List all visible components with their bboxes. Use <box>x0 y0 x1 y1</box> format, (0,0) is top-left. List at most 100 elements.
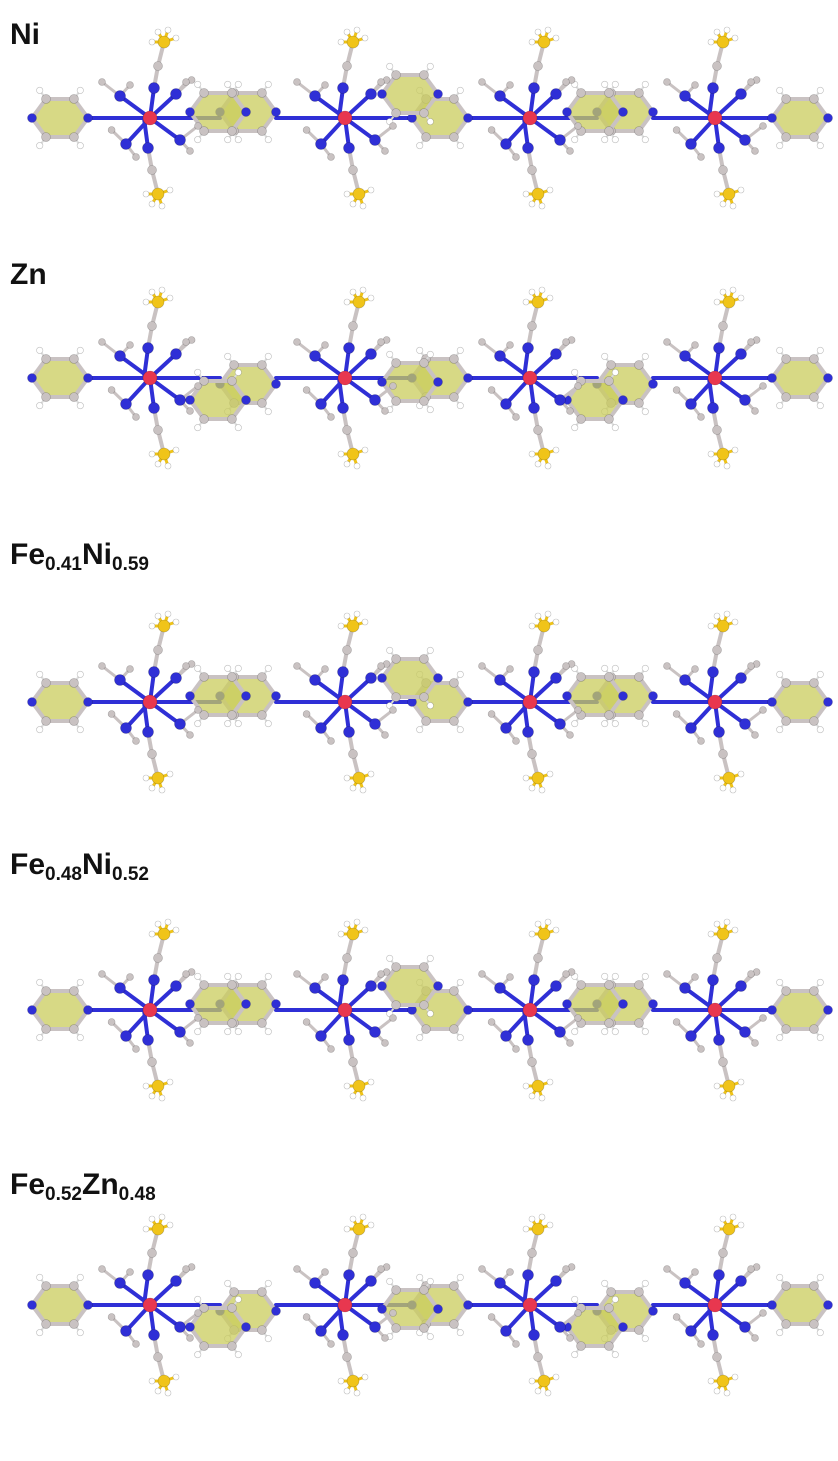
carbon-atom <box>98 970 106 978</box>
nitrogen-atom <box>241 691 251 701</box>
carbon-atom <box>194 706 202 714</box>
carbon-atom <box>302 710 311 718</box>
hydrogen-atom <box>713 190 721 198</box>
nitrogen-atom <box>735 980 747 992</box>
hydrogen-atom <box>456 1329 464 1337</box>
carbon-atom <box>69 986 79 996</box>
nitrogen-atom <box>377 89 387 99</box>
hydrogen-atom <box>538 286 546 294</box>
carbon-atom <box>182 338 190 346</box>
hydrogen-atom <box>361 34 369 42</box>
carbon-atom <box>377 662 385 670</box>
carbon-atom <box>98 662 106 670</box>
nitrogen-atom <box>735 1275 747 1287</box>
hydrogen-atom <box>611 664 619 672</box>
hydrogen-atom <box>713 28 721 36</box>
carbon-atom <box>348 1057 358 1067</box>
carbon-atom <box>381 147 389 155</box>
hydrogen-atom <box>776 1273 784 1281</box>
hydrogen-atom <box>546 186 554 194</box>
hydrogen-atom <box>641 1335 649 1343</box>
hydrogen-atom <box>172 34 180 42</box>
sulfur-atom <box>531 771 545 785</box>
nitrogen-atom <box>735 672 747 684</box>
nitrogen-atom <box>618 691 628 701</box>
nitrogen-atom <box>433 981 443 991</box>
nitrogen-atom <box>707 82 719 94</box>
nitrogen-atom <box>618 1322 628 1332</box>
carbon-atom <box>153 645 163 655</box>
carbon-atom <box>419 358 429 368</box>
hydrogen-atom <box>264 972 272 980</box>
hydrogen-atom <box>142 190 150 198</box>
hydrogen-atom <box>343 1387 351 1395</box>
hydrogen-atom <box>731 34 739 42</box>
pyridine-ring <box>379 656 441 700</box>
hydrogen-atom <box>731 1373 739 1381</box>
hydrogen-atom <box>158 1094 166 1102</box>
hydrogen-atom <box>142 774 150 782</box>
carbon-atom <box>132 413 140 421</box>
carbon-atom <box>634 88 644 98</box>
hydrogen-atom <box>731 926 739 934</box>
nitrogen-atom <box>343 142 355 154</box>
carbon-atom <box>574 382 582 390</box>
carbon-atom <box>634 1287 644 1297</box>
carbon-atom <box>718 321 728 331</box>
nitrogen-atom <box>739 134 751 146</box>
nitrogen-atom <box>685 398 697 410</box>
carbon-atom <box>199 1303 209 1313</box>
nitrogen-atom <box>528 402 540 414</box>
hydrogen-atom <box>224 136 232 144</box>
carbon-atom <box>533 1352 543 1362</box>
nitrogen-atom <box>522 726 534 738</box>
hydrogen-atom <box>194 1295 202 1303</box>
carbon-atom <box>712 425 722 435</box>
carbon-atom <box>449 986 459 996</box>
hydrogen-atom <box>76 670 84 678</box>
carbon-atom <box>257 1287 267 1297</box>
nitrogen-atom <box>463 697 473 707</box>
hydrogen-atom <box>367 1078 375 1086</box>
hydrogen-atom <box>264 664 272 672</box>
hydrogen-atom <box>337 1377 345 1385</box>
carbon-atom <box>126 973 134 981</box>
hydrogen-atom <box>76 978 84 986</box>
nitrogen-atom <box>83 113 93 123</box>
hydrogen-atom <box>426 406 434 414</box>
nitrogen-atom <box>174 394 186 406</box>
carbon-atom <box>199 1341 209 1351</box>
carbon-atom <box>718 749 728 759</box>
nitrogen-atom <box>114 674 126 686</box>
panel-fe-zn: Fe0.52Zn0.48 <box>0 1150 838 1461</box>
hydrogen-atom <box>158 286 166 294</box>
hydrogen-atom <box>36 346 44 354</box>
nitrogen-atom <box>554 394 566 406</box>
carbon-atom <box>672 386 681 394</box>
nitrogen-atom <box>120 722 132 734</box>
molecular-chain-structure <box>27 286 833 470</box>
carbon-atom <box>107 386 116 394</box>
carbon-atom <box>478 970 486 978</box>
nitrogen-atom <box>27 373 37 383</box>
carbon-atom <box>41 716 51 726</box>
carbon-atom <box>781 1319 791 1329</box>
hydrogen-atom <box>456 978 464 986</box>
sulfur-atom <box>151 187 165 201</box>
hydrogen-atom <box>264 1028 272 1036</box>
sulfur-atom <box>151 1222 165 1236</box>
carbon-atom <box>419 1000 429 1010</box>
hydrogen-atom <box>776 142 784 150</box>
carbon-atom <box>199 1018 209 1028</box>
sulfur-atom <box>531 295 545 309</box>
nitrogen-atom <box>142 342 154 354</box>
hydrogen-atom <box>522 1082 530 1090</box>
hydrogen-atom <box>426 954 434 962</box>
nitrogen-atom <box>337 402 349 414</box>
carbon-atom <box>712 645 722 655</box>
carbon-atom <box>449 1281 459 1291</box>
hydrogen-atom <box>729 1213 737 1221</box>
carbon-atom <box>182 78 190 86</box>
hydrogen-atom <box>522 298 530 306</box>
carbon-atom <box>566 1334 574 1342</box>
